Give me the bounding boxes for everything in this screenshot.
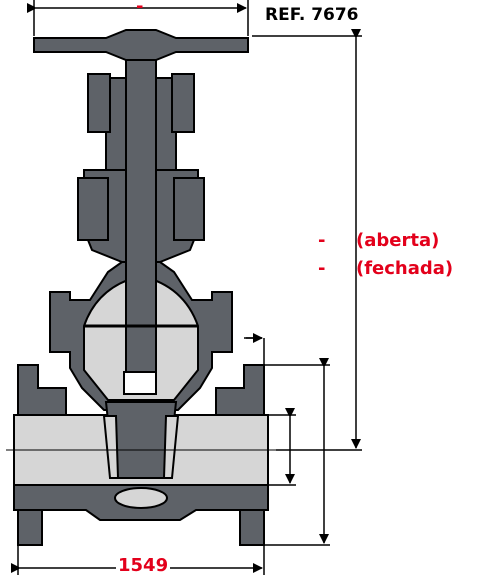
reference-label: REF. 7676	[265, 5, 359, 25]
height-closed-value: -	[318, 258, 326, 279]
yoke-bolt-left	[87, 73, 111, 133]
height-closed-label: (fechada)	[356, 258, 454, 279]
gland-left	[77, 177, 109, 241]
gate-seat-right	[162, 415, 180, 479]
gate-seat-left	[102, 415, 120, 479]
stem	[125, 35, 157, 393]
dimension-lines	[11, 0, 362, 575]
top-width-value: -	[136, 0, 144, 17]
valve-body	[13, 29, 269, 546]
gate-bottom	[114, 487, 168, 509]
yoke-bolt-right	[171, 73, 195, 133]
stem-nut	[123, 371, 157, 395]
gland-right	[173, 177, 205, 241]
height-open-label: (aberta)	[356, 230, 440, 251]
handwheel	[33, 29, 249, 61]
bottom-length-value: 1549	[116, 555, 171, 576]
height-open-value: -	[318, 230, 326, 251]
